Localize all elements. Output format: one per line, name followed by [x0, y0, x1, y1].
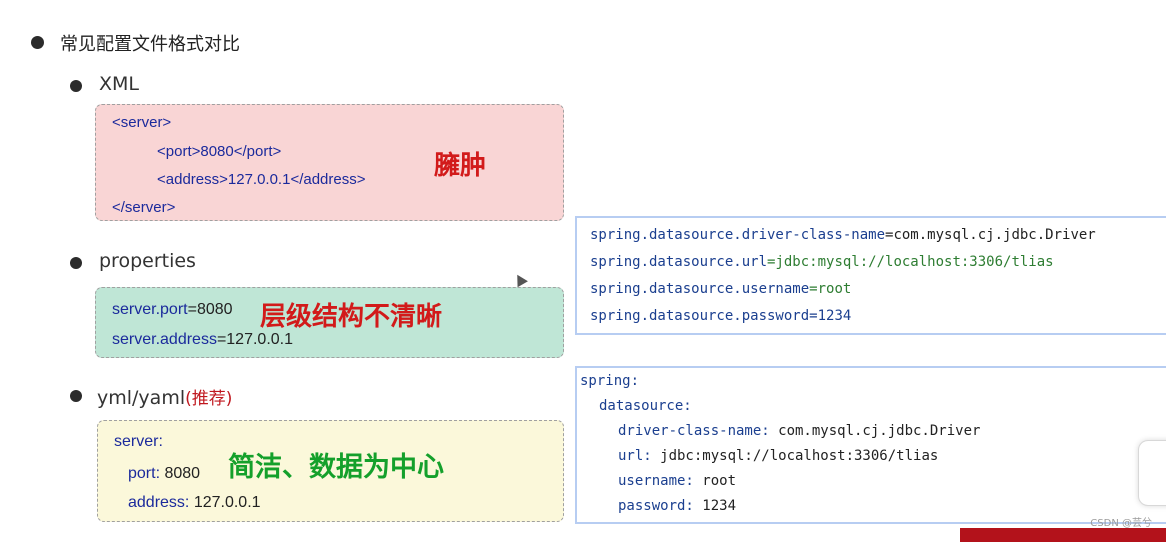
yaml-code-line: username: root: [618, 473, 736, 489]
properties-line-2-val: =127.0.0.1: [216, 331, 294, 348]
yaml-line-2-val: 8080: [160, 465, 201, 482]
yaml-line-1: server:: [114, 433, 163, 450]
properties-code-key: spring.datasource.driver-class-name: [590, 227, 886, 243]
yaml-code-key: datasource:: [599, 398, 692, 414]
xml-example-box: <server> <port>8080</port> <address>127.…: [95, 104, 564, 221]
yaml-example-box: server: port: 8080 address: 127.0.0.1 简洁…: [97, 420, 564, 522]
properties-line-1-key: server.port: [112, 301, 188, 318]
page-title: 常见配置文件格式对比: [60, 34, 240, 55]
xml-line-1: <server>: [112, 114, 172, 131]
yaml-bullet: [70, 390, 82, 402]
properties-example-box: server.port=8080 server.address=127.0.0.…: [95, 287, 564, 358]
yaml-code-line: driver-class-name: com.mysql.cj.jdbc.Dri…: [618, 423, 980, 439]
watermark: CSDN @芸兮: [1090, 518, 1152, 529]
properties-code-val: =com.mysql.cj.jdbc.Driver: [885, 227, 1096, 243]
properties-code-line: spring.datasource.password=1234: [590, 308, 851, 324]
yaml-code-key: spring:: [580, 373, 640, 389]
yaml-code-val: root: [693, 473, 737, 489]
yaml-note: 简洁、数据为中心: [228, 452, 444, 483]
yaml-line-2-key: port:: [128, 465, 161, 482]
yaml-code-key: url:: [618, 448, 652, 464]
side-floating-panel[interactable]: [1138, 440, 1166, 506]
properties-line-1-val: =8080: [187, 301, 233, 318]
yaml-line-3: address: 127.0.0.1: [128, 494, 261, 512]
properties-code-val: =jdbc:mysql://localhost:3306/tlias: [767, 254, 1054, 270]
properties-heading: properties: [99, 250, 196, 272]
yaml-code-line: password: 1234: [618, 498, 736, 514]
properties-code-line: spring.datasource.url=jdbc:mysql://local…: [590, 254, 1054, 270]
properties-code-line: spring.datasource.username=root: [590, 281, 851, 297]
xml-line-2: <port>8080</port>: [157, 143, 282, 160]
properties-line-2-key: server.address: [112, 331, 217, 348]
properties-code-panel: spring.datasource.driver-class-name=com.…: [575, 216, 1166, 335]
xml-bullet: [70, 80, 82, 92]
xml-line-3: <address>127.0.0.1</address>: [157, 171, 366, 188]
properties-code-key: spring.datasource.username: [590, 281, 810, 297]
yaml-heading-text: yml/yaml: [97, 387, 186, 409]
properties-code-line: spring.datasource.driver-class-name=com.…: [590, 227, 1096, 243]
properties-bullet: [70, 257, 82, 269]
bottom-banner: [960, 528, 1166, 542]
properties-code-key: spring.datasource.password: [590, 308, 810, 324]
xml-line-4: </server>: [112, 199, 176, 216]
properties-code-val: =root: [809, 281, 852, 297]
yaml-heading: yml/yaml(推荐): [97, 384, 232, 409]
properties-code-key: spring.datasource.url: [590, 254, 768, 270]
properties-line-2: server.address=127.0.0.1: [112, 331, 293, 349]
cursor-arrow-icon: [512, 271, 528, 288]
xml-heading: XML: [99, 73, 139, 95]
yaml-line-3-val: 127.0.0.1: [189, 494, 261, 511]
yaml-code-val: 1234: [693, 498, 737, 514]
yaml-code-panel: spring: datasource: driver-class-name: c…: [575, 366, 1166, 524]
yaml-code-key: password:: [618, 498, 694, 514]
yaml-line-2: port: 8080: [128, 465, 200, 483]
title-bullet: [31, 36, 44, 49]
yaml-recommend-label: (推荐): [185, 389, 233, 409]
xml-note: 臃肿: [434, 151, 487, 181]
properties-note: 层级结构不清晰: [260, 302, 443, 332]
yaml-code-val: com.mysql.cj.jdbc.Driver: [769, 423, 981, 439]
properties-code-val: =1234: [809, 308, 852, 324]
yaml-line-3-key: address:: [128, 494, 190, 511]
yaml-code-key: username:: [618, 473, 694, 489]
yaml-code-line: datasource:: [599, 398, 692, 414]
yaml-code-line: url: jdbc:mysql://localhost:3306/tlias: [618, 448, 938, 464]
yaml-code-key: driver-class-name:: [618, 423, 770, 439]
yaml-code-line: spring:: [580, 373, 639, 389]
yaml-code-val: jdbc:mysql://localhost:3306/tlias: [651, 448, 939, 464]
properties-line-1: server.port=8080: [112, 301, 233, 319]
